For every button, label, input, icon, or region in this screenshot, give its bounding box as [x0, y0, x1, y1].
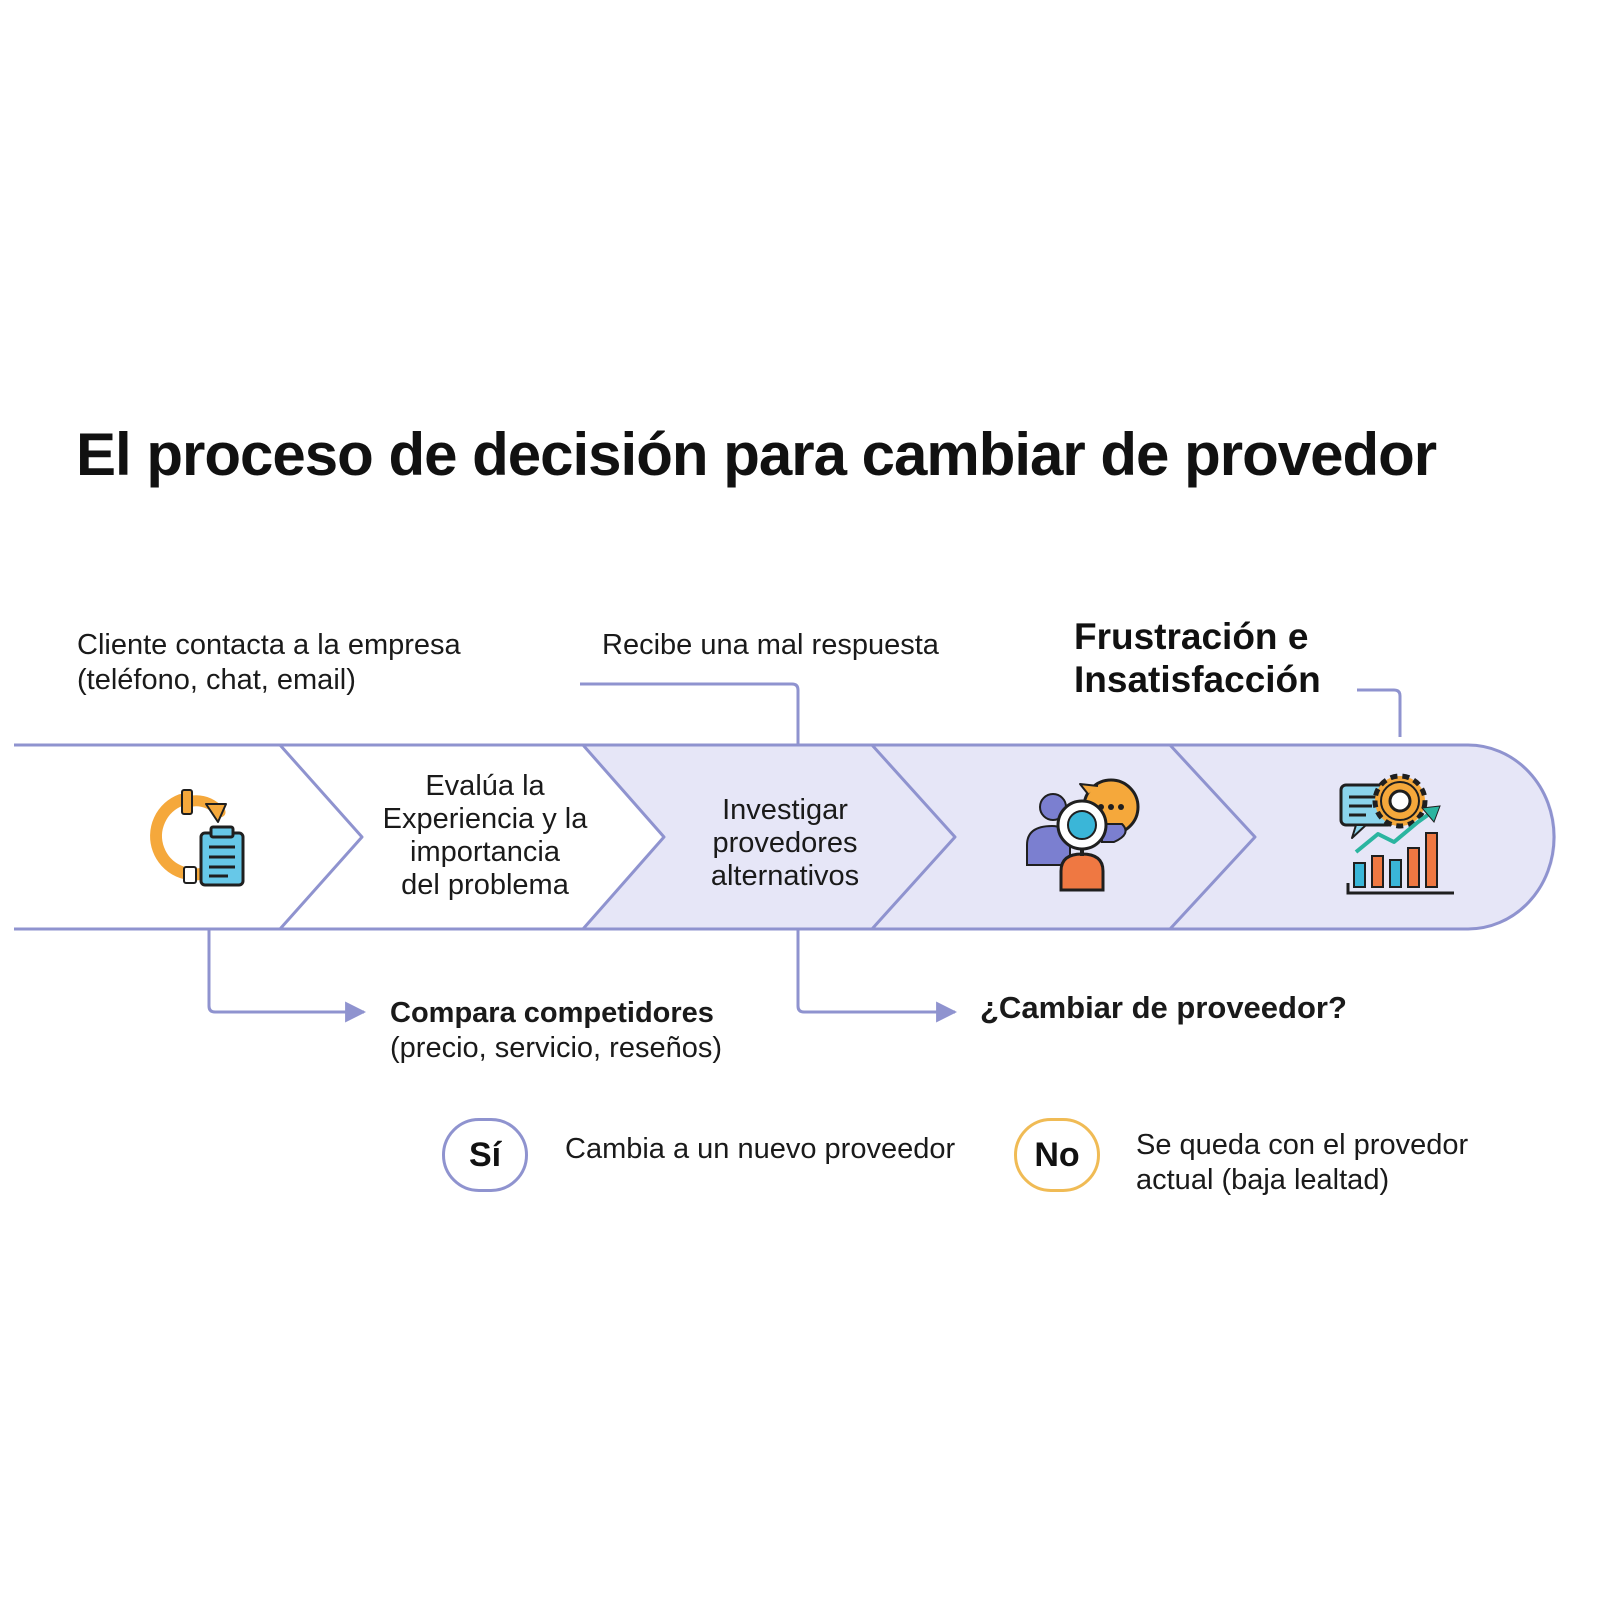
label-frustration-line1: Frustración e — [1074, 616, 1309, 657]
process-band-outline — [14, 743, 1556, 931]
arrow-question — [796, 929, 958, 1023]
outcome-no: Se queda con el provedor actual (baja le… — [1136, 1128, 1468, 1198]
outcome-no-line1: Se queda con el provedor — [1136, 1129, 1469, 1161]
outcome-yes: Cambia a un nuevo proveedor — [565, 1132, 955, 1167]
step-investigate-line3: alternativos — [710, 860, 860, 892]
label-contact-line2: (teléfono, chat, email) — [77, 664, 356, 696]
step-evaluate-line4: del problema — [401, 869, 569, 901]
chevron-separators — [278, 743, 1257, 931]
step-evaluate-line3: importancia — [410, 836, 560, 868]
connectors — [207, 682, 1402, 1023]
step-investigate-line1: Investigar — [722, 794, 848, 826]
chevron-1 — [278, 744, 364, 930]
yes-badge: Sí — [442, 1118, 528, 1192]
label-frustration: Frustración e Insatisfacción — [1074, 615, 1321, 701]
label-compare-line2: (precio, servicio, reseños) — [390, 1032, 722, 1064]
people-search-icon — [1026, 778, 1140, 892]
label-compare-line1: Compara competidores — [390, 997, 714, 1029]
chevron-4 — [1168, 743, 1257, 931]
label-bad-response: Recibe una mal respuesta — [602, 628, 939, 663]
analytics-gear-chart-icon — [1339, 773, 1454, 895]
arrow-compare — [207, 929, 367, 1023]
chevron-2 — [581, 744, 666, 930]
outcome-yes-text: Cambia a un nuevo proveedor — [565, 1133, 956, 1165]
label-bad-response-text: Recibe una mal respuesta — [602, 629, 939, 661]
page-title: El proceso de decisión para cambiar de p… — [76, 421, 1437, 488]
chevron-3 — [870, 743, 957, 931]
step-investigate: Investigar provedores alternativos — [665, 794, 905, 893]
label-contact: Cliente contacta a la empresa (teléfono,… — [77, 628, 461, 698]
refresh-clipboard-icon — [150, 789, 245, 887]
label-contact-line1: Cliente contacta a la empresa — [77, 629, 461, 661]
label-question: ¿Cambiar de proveedor? — [980, 990, 1347, 1025]
step-evaluate-line2: Experiencia y la — [382, 803, 588, 835]
label-question-text: ¿Cambiar de proveedor? — [980, 990, 1347, 1025]
connector-bad-response — [580, 682, 800, 745]
connector-frustration — [1357, 688, 1402, 737]
step-evaluate-line1: Evalúa la — [425, 770, 545, 802]
no-badge: No — [1014, 1118, 1100, 1192]
outcome-no-line2: actual (baja lealtad) — [1136, 1164, 1390, 1196]
label-compare: Compara competidores (precio, servicio, … — [390, 996, 722, 1066]
step-investigate-line2: provedores — [712, 827, 858, 859]
label-frustration-line2: Insatisfacción — [1074, 659, 1321, 700]
step-evaluate: Evalúa la Experiencia y la importancia d… — [360, 770, 610, 902]
